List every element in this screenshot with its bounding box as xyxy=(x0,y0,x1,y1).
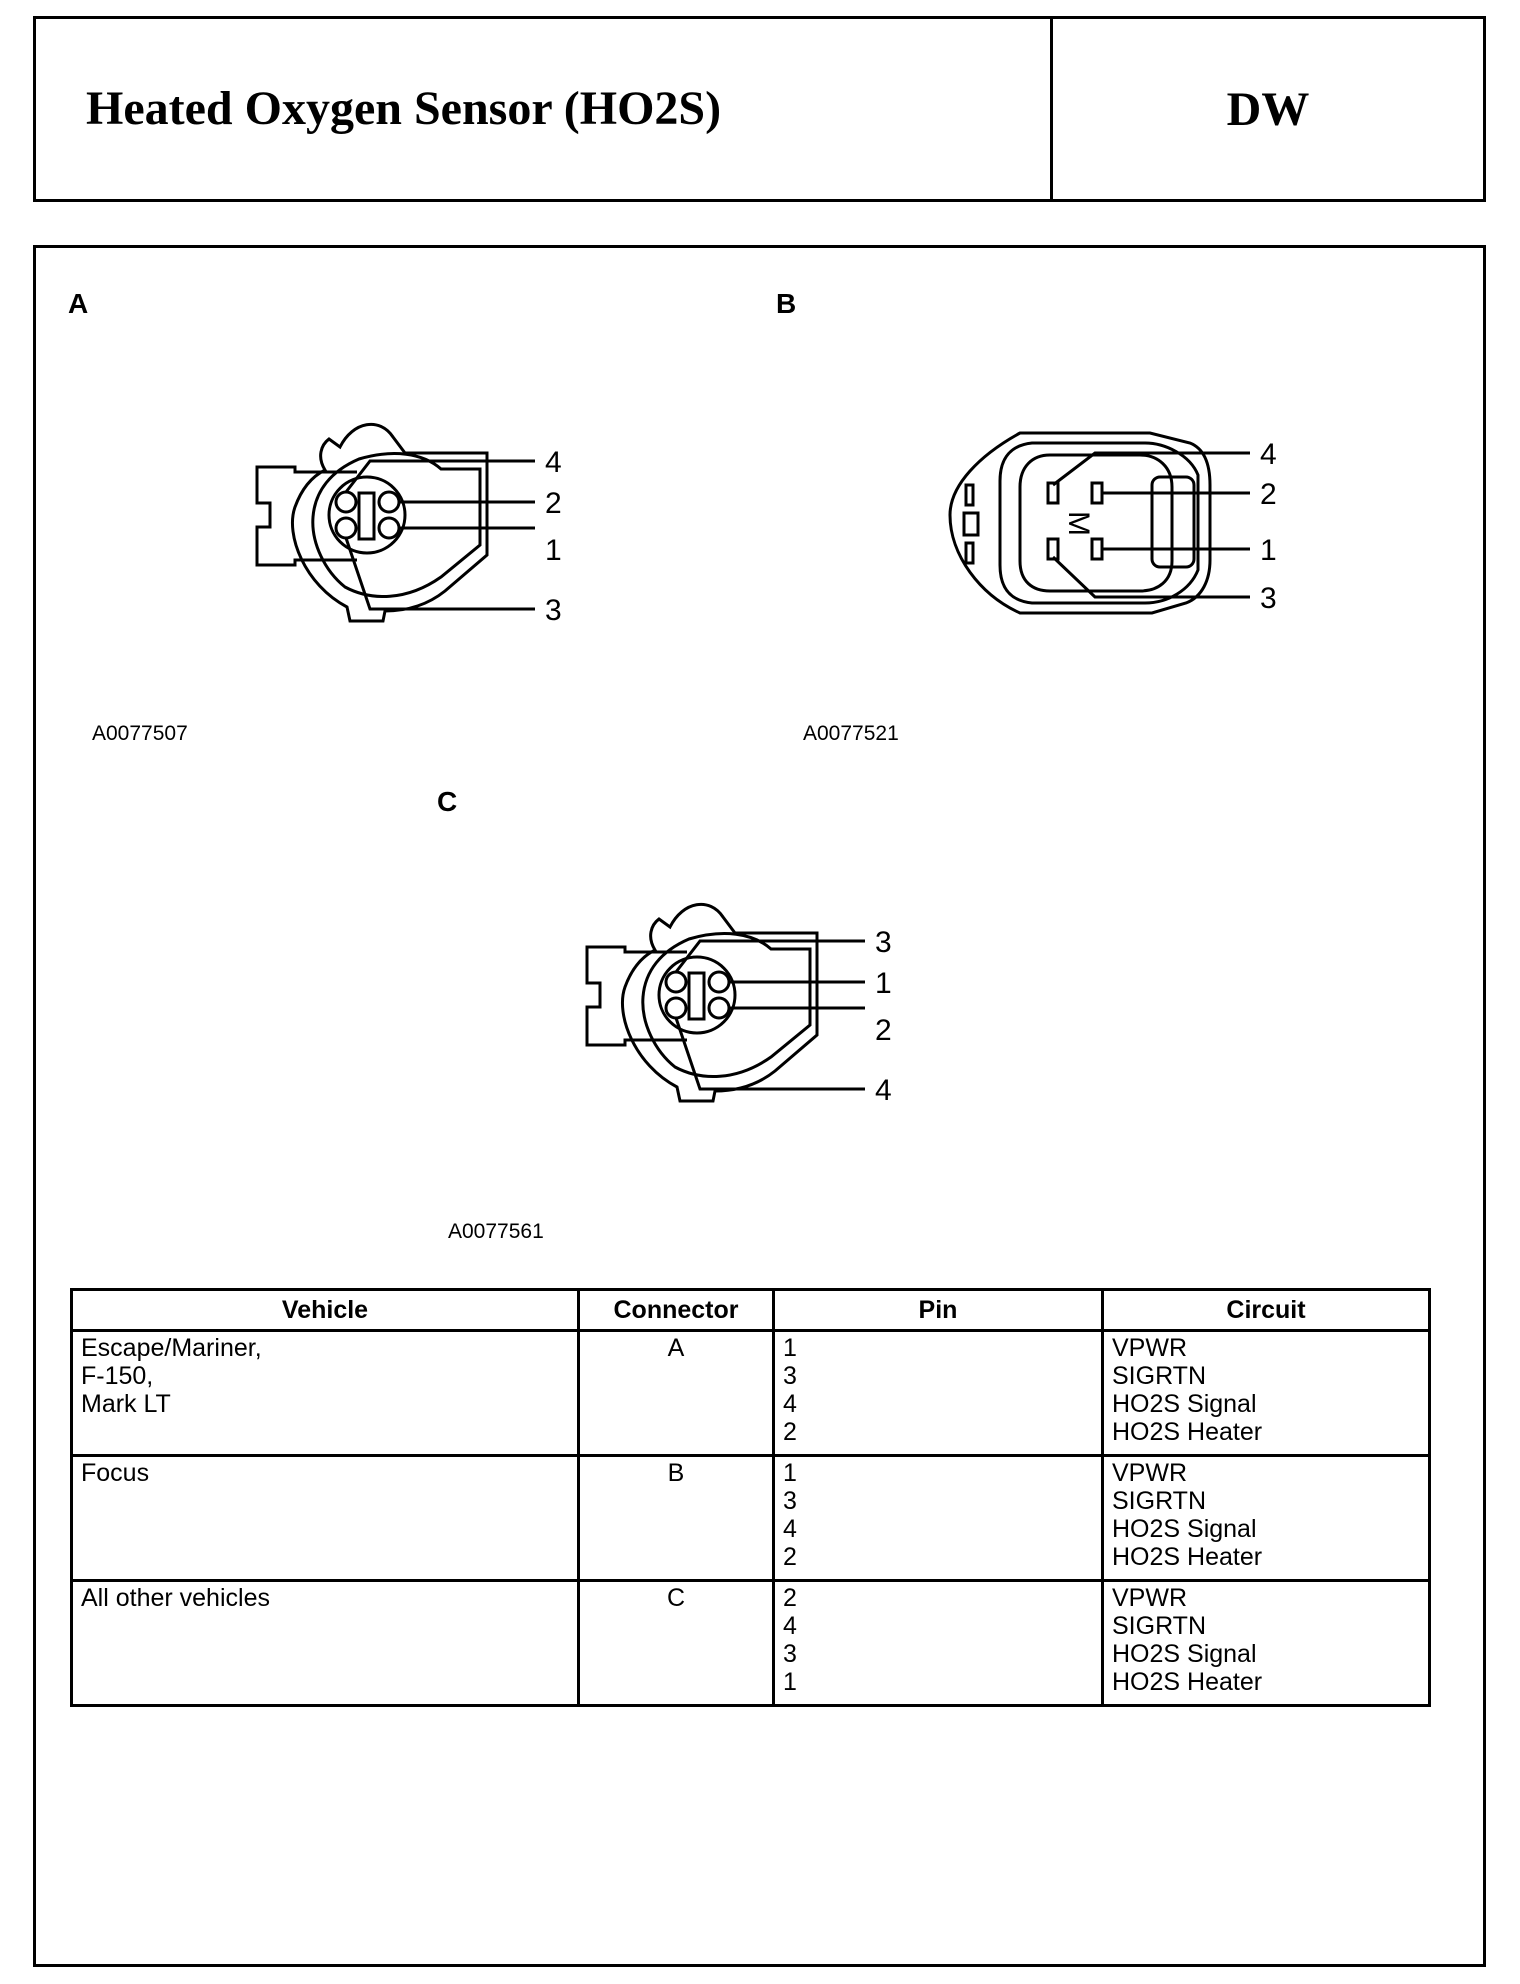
vehicle-cell: All other vehicles xyxy=(70,1579,580,1707)
connector-cell: C xyxy=(577,1579,775,1707)
connector-c-pin-label: 3 xyxy=(875,926,892,959)
vehicle-cell: Escape/Mariner, F-150, Mark LT xyxy=(70,1329,580,1457)
connector-cell: A xyxy=(577,1329,775,1457)
connector-c-pin-label: 4 xyxy=(875,1074,892,1107)
vehicle-cell: Focus xyxy=(70,1454,580,1582)
circuit-cell: VPWR SIGRTN HO2S Signal HO2S Heater xyxy=(1101,1454,1431,1582)
pin-number: 2 xyxy=(783,1418,797,1446)
connector-b-pin-label: 1 xyxy=(1260,534,1277,567)
connector-b-diagram: M 4 2 1 3 xyxy=(948,431,1277,615)
pin-number: 4 xyxy=(783,1515,797,1543)
figure-c-id: A0077561 xyxy=(448,1220,544,1243)
circuit-name: HO2S Signal xyxy=(1112,1390,1257,1418)
connector-b-pin-label: 2 xyxy=(1260,478,1277,511)
table-header-row: Vehicle Connector Pin Circuit xyxy=(70,1288,1431,1332)
figure-a-id: A0077507 xyxy=(92,722,188,745)
pin-number: 3 xyxy=(783,1362,797,1390)
circuit-name: SIGRTN xyxy=(1112,1362,1206,1390)
connector-c-pin-label: 1 xyxy=(875,967,892,1000)
pin-number: 1 xyxy=(783,1459,797,1487)
connector-cell: B xyxy=(577,1454,775,1582)
pin-cell: 1 3 4 2 xyxy=(772,1329,1104,1457)
connector-a-pin-label: 1 xyxy=(545,534,562,567)
column-header-pin: Pin xyxy=(772,1288,1104,1332)
circuit-name: HO2S Signal xyxy=(1112,1515,1257,1543)
vehicle-name: F-150, xyxy=(81,1362,154,1390)
pin-cell: 1 3 4 2 xyxy=(772,1454,1104,1582)
column-header-vehicle: Vehicle xyxy=(70,1288,580,1332)
content-box xyxy=(33,245,1486,1967)
table-row: All other vehicles C 2 4 3 1 VPWR SIGRTN… xyxy=(70,1579,1431,1707)
pin-number: 1 xyxy=(783,1668,797,1696)
figure-a-letter: A xyxy=(68,288,89,319)
circuit-cell: VPWR SIGRTN HO2S Signal HO2S Heater xyxy=(1101,1579,1431,1707)
header-box: Heated Oxygen Sensor (HO2S) DW xyxy=(33,16,1486,202)
vehicle-name: Focus xyxy=(81,1459,150,1487)
pin-number: 2 xyxy=(783,1584,797,1612)
circuit-name: SIGRTN xyxy=(1112,1612,1206,1640)
connector-b-pin-label: 4 xyxy=(1260,438,1277,471)
circuit-name: HO2S Heater xyxy=(1112,1543,1263,1571)
circuit-name: HO2S Signal xyxy=(1112,1640,1257,1668)
table-row: Escape/Mariner, F-150, Mark LT A 1 3 4 2… xyxy=(70,1329,1431,1457)
column-header-circuit: Circuit xyxy=(1101,1288,1431,1332)
vehicle-name: All other vehicles xyxy=(81,1584,270,1612)
pin-number: 1 xyxy=(783,1334,797,1362)
circuit-name: VPWR xyxy=(1112,1334,1187,1362)
pinout-table: Vehicle Connector Pin Circuit Escape/Mar… xyxy=(70,1288,1431,1707)
circuit-name: VPWR xyxy=(1112,1459,1187,1487)
page-title: Heated Oxygen Sensor (HO2S) xyxy=(86,82,722,135)
pin-number: 3 xyxy=(783,1487,797,1515)
figure-b-letter: B xyxy=(776,288,797,319)
figure-b-id: A0077521 xyxy=(803,722,899,745)
circuit-name: HO2S Heater xyxy=(1112,1418,1263,1446)
connector-b-pin-label: 3 xyxy=(1260,582,1277,615)
header-divider xyxy=(1050,19,1053,199)
connector-a-pin-label: 4 xyxy=(545,446,562,479)
connector-b-mark: M xyxy=(1062,511,1095,536)
pin-number: 2 xyxy=(783,1543,797,1571)
connector-c-pin-label: 2 xyxy=(875,1014,892,1047)
pin-number: 4 xyxy=(783,1612,797,1640)
connector-a-pin-label: 2 xyxy=(545,487,562,520)
pin-number: 3 xyxy=(783,1640,797,1668)
pin-number: 4 xyxy=(783,1390,797,1418)
circuit-name: HO2S Heater xyxy=(1112,1668,1263,1696)
pin-cell: 2 4 3 1 xyxy=(772,1579,1104,1707)
connector-c-diagram: 3 1 2 4 xyxy=(585,902,892,1107)
column-header-connector: Connector xyxy=(577,1288,775,1332)
figure-c-letter: C xyxy=(437,786,458,817)
connector-a-pin-label: 3 xyxy=(545,594,562,627)
vehicle-name: Escape/Mariner, xyxy=(81,1334,262,1362)
vehicle-name: Mark LT xyxy=(81,1390,171,1418)
circuit-name: SIGRTN xyxy=(1112,1487,1206,1515)
connector-a-diagram: 4 2 1 3 xyxy=(255,422,562,627)
table-row: Focus B 1 3 4 2 VPWR SIGRTN HO2S Signal … xyxy=(70,1454,1431,1582)
circuit-name: VPWR xyxy=(1112,1584,1187,1612)
circuit-cell: VPWR SIGRTN HO2S Signal HO2S Heater xyxy=(1101,1329,1431,1457)
section-code: DW xyxy=(1226,82,1310,136)
